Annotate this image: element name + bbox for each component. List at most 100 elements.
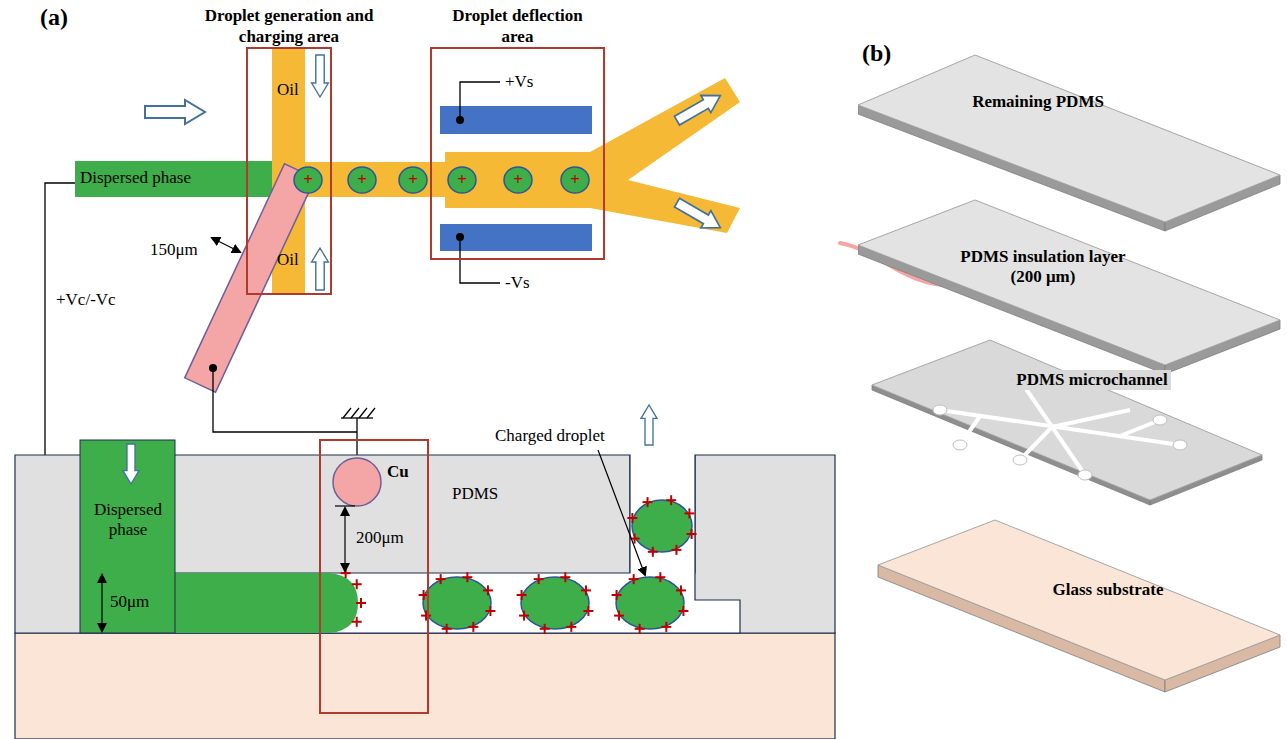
charge-sign: +: [408, 170, 418, 190]
charge-mark: [616, 590, 618, 600]
charge-mark: [544, 624, 546, 634]
charge-mark: [425, 611, 427, 621]
charge-mark: [639, 624, 641, 634]
plate-shape: [876, 515, 1284, 700]
flow-arrow: [672, 87, 725, 129]
charge-mark: [487, 585, 489, 595]
flow-arrow: [123, 444, 139, 484]
port-hole: [953, 440, 967, 450]
glass-substrate: [15, 633, 835, 739]
charging-electrode: [185, 164, 316, 392]
charge-mark: [680, 585, 682, 595]
charge-mark: [633, 574, 635, 584]
charge-mark: [587, 606, 589, 616]
charge-mark: [618, 611, 620, 621]
voltage-label: +Vc/-Vc: [56, 290, 116, 310]
flow-arrow: [672, 194, 725, 236]
plate-face: [872, 340, 1262, 500]
cross-section: [15, 405, 835, 739]
plate-label: Glass substrate: [1023, 580, 1193, 600]
dispersed-phase: [80, 440, 358, 633]
copper-wire: [333, 458, 381, 506]
plate-label: Remaining PDMS: [963, 92, 1113, 112]
deflection-electrode: [440, 106, 592, 134]
phase-label: Dispersed phase: [84, 500, 172, 539]
region-box: Droplet deflection area: [430, 47, 605, 260]
charge-marks: [341, 495, 697, 634]
material-label: Cu: [387, 462, 409, 482]
layer-plate: PDMS insulation layer (200 μm): [858, 195, 1282, 380]
charge-mark: [472, 622, 474, 632]
port-hole: [1078, 470, 1092, 480]
charge-mark: [356, 579, 358, 589]
top-view: [45, 47, 740, 474]
dimension-tick: [335, 505, 355, 506]
charge-mark: [647, 497, 649, 507]
plate-face: [858, 55, 1280, 222]
charge-mark: [652, 547, 654, 557]
charge-mark: [360, 598, 362, 608]
plate-face: [858, 200, 1280, 365]
charge-mark: [440, 574, 442, 584]
inlet-outline: [80, 440, 175, 633]
charge-sign: +: [303, 170, 313, 190]
plate-label: PDMS microchannel: [1013, 370, 1170, 390]
region-heading: Droplet generation and charging area: [203, 6, 375, 47]
charge-sign: +: [357, 170, 367, 190]
dimension-label: 200μm: [356, 528, 404, 548]
charge-mark: [670, 495, 672, 505]
plate-shape: [858, 50, 1282, 235]
charge-mark: [691, 529, 693, 539]
charge-mark: [538, 574, 540, 584]
material-label: PDMS: [452, 484, 498, 504]
droplets: [294, 167, 589, 193]
charge-mark: [423, 590, 425, 600]
region-heading: Droplet deflection area: [438, 6, 598, 47]
dimension-50: [101, 575, 102, 631]
main-channel: [290, 162, 450, 197]
charge-mark: [466, 572, 468, 582]
flow-arrow: [312, 248, 329, 290]
charge-mark: [564, 572, 566, 582]
channel-line: [1052, 410, 1130, 427]
oil-label: Oil: [277, 250, 299, 270]
leader-line: [598, 450, 645, 575]
region-box: Droplet generation and charging area: [246, 47, 332, 295]
port-hole: [1153, 415, 1167, 425]
flow-arrow: [641, 405, 657, 445]
charge-mark: [688, 508, 690, 518]
layer-plate: Glass substrate: [876, 515, 1284, 700]
dispersed-channel: [75, 161, 275, 197]
charge-mark: [634, 534, 636, 544]
port-hole: [1173, 440, 1187, 450]
charge-mark: [631, 513, 633, 523]
charge-mark: [523, 611, 525, 621]
phase-label: Dispersed phase: [80, 168, 191, 188]
channel-line: [1020, 427, 1052, 460]
plate-label: PDMS insulation layer (200 μm): [958, 247, 1128, 288]
charge-mark: [665, 622, 667, 632]
charging-region: [320, 440, 428, 713]
charge-sign: +: [513, 170, 523, 190]
charge-mark: [489, 606, 491, 616]
charged-droplets: [423, 500, 692, 629]
voltage-label: -Vs: [505, 273, 530, 293]
dimension-200: [344, 508, 345, 571]
layer-plate: PDMS microchannel: [870, 335, 1266, 510]
charge-mark: [356, 617, 358, 627]
dimension-150: [212, 238, 240, 252]
charge-mark: [659, 572, 661, 582]
flow-arrow: [312, 55, 329, 97]
plate-face: [878, 520, 1280, 680]
dimension-label: 150μm: [150, 240, 198, 260]
charge-mark: [570, 622, 572, 632]
charge-mark: [521, 590, 523, 600]
channel-pattern: [933, 375, 1187, 480]
panel-label: (a): [40, 4, 68, 32]
oil-label: Oil: [277, 80, 299, 100]
panel-label: (b): [862, 40, 891, 68]
flow-arrow: [145, 100, 205, 124]
plate-shape: [870, 335, 1266, 510]
charge-sign: +: [457, 170, 467, 190]
